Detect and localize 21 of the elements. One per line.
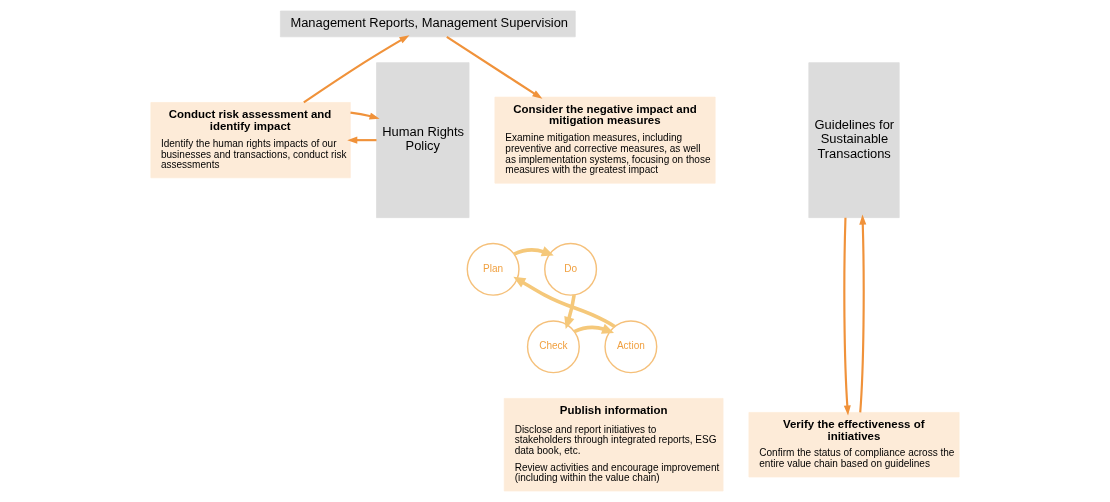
node-box: Guidelines for Sustainable Transactions xyxy=(808,62,900,218)
arrow xyxy=(513,246,554,257)
node-box: Verify the effectiveness of initiatives Confirm the status of compliance across the entire value chain based on guidelines xyxy=(748,412,960,478)
node-box: Human Rights Policy xyxy=(376,62,470,218)
arrow xyxy=(573,323,615,334)
arrow xyxy=(347,136,377,144)
node-circle: Plan xyxy=(466,242,520,296)
arrow xyxy=(513,276,616,328)
arrow xyxy=(843,217,851,416)
arrow xyxy=(303,35,410,104)
node-box: Conduct risk assessment and identify impact Identify the human rights impacts of our businesses and transactions, conduct risk assessments xyxy=(150,102,351,179)
arrow xyxy=(564,294,576,329)
node-circle: Check xyxy=(526,320,580,374)
node-box: Publish information Disclose and report initiatives to stakeholders through integrated reports, ESG data book, etc. Review activities and encourage improvement (including within the value chain) xyxy=(503,398,724,492)
arrow xyxy=(859,214,867,413)
node-box: Management Reports, Management Supervision xyxy=(280,10,576,38)
arrow xyxy=(446,36,543,99)
node-box: Consider the negative impact and mitigation measures Examine mitigation measures, including preventive and corrective measures, as well as implementation systems, focusing on those measures with the greatest impact xyxy=(494,96,716,184)
node-circle: Do xyxy=(544,242,598,296)
node-circle: Action xyxy=(604,320,658,374)
arrow xyxy=(350,111,380,120)
